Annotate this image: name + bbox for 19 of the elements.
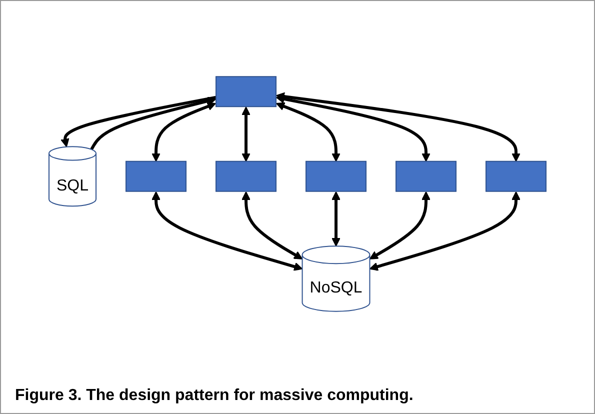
node-box [126, 160, 186, 192]
arrow [152, 191, 303, 271]
node-box [396, 160, 456, 192]
arrow [242, 106, 250, 162]
arrow [90, 96, 216, 150]
arrow [332, 191, 340, 246]
node-box [216, 160, 276, 192]
arrow [242, 191, 303, 260]
arrow [369, 191, 430, 260]
arrow [60, 96, 216, 148]
arrow [276, 94, 430, 162]
figure-caption: Figure 3. The design pattern for massive computing. [15, 387, 414, 405]
node-box [486, 160, 546, 192]
arrow [152, 102, 216, 162]
node-box [216, 76, 276, 108]
arrow [276, 102, 340, 162]
node-box [306, 160, 366, 192]
arrow [369, 191, 520, 271]
arrow [276, 92, 520, 162]
